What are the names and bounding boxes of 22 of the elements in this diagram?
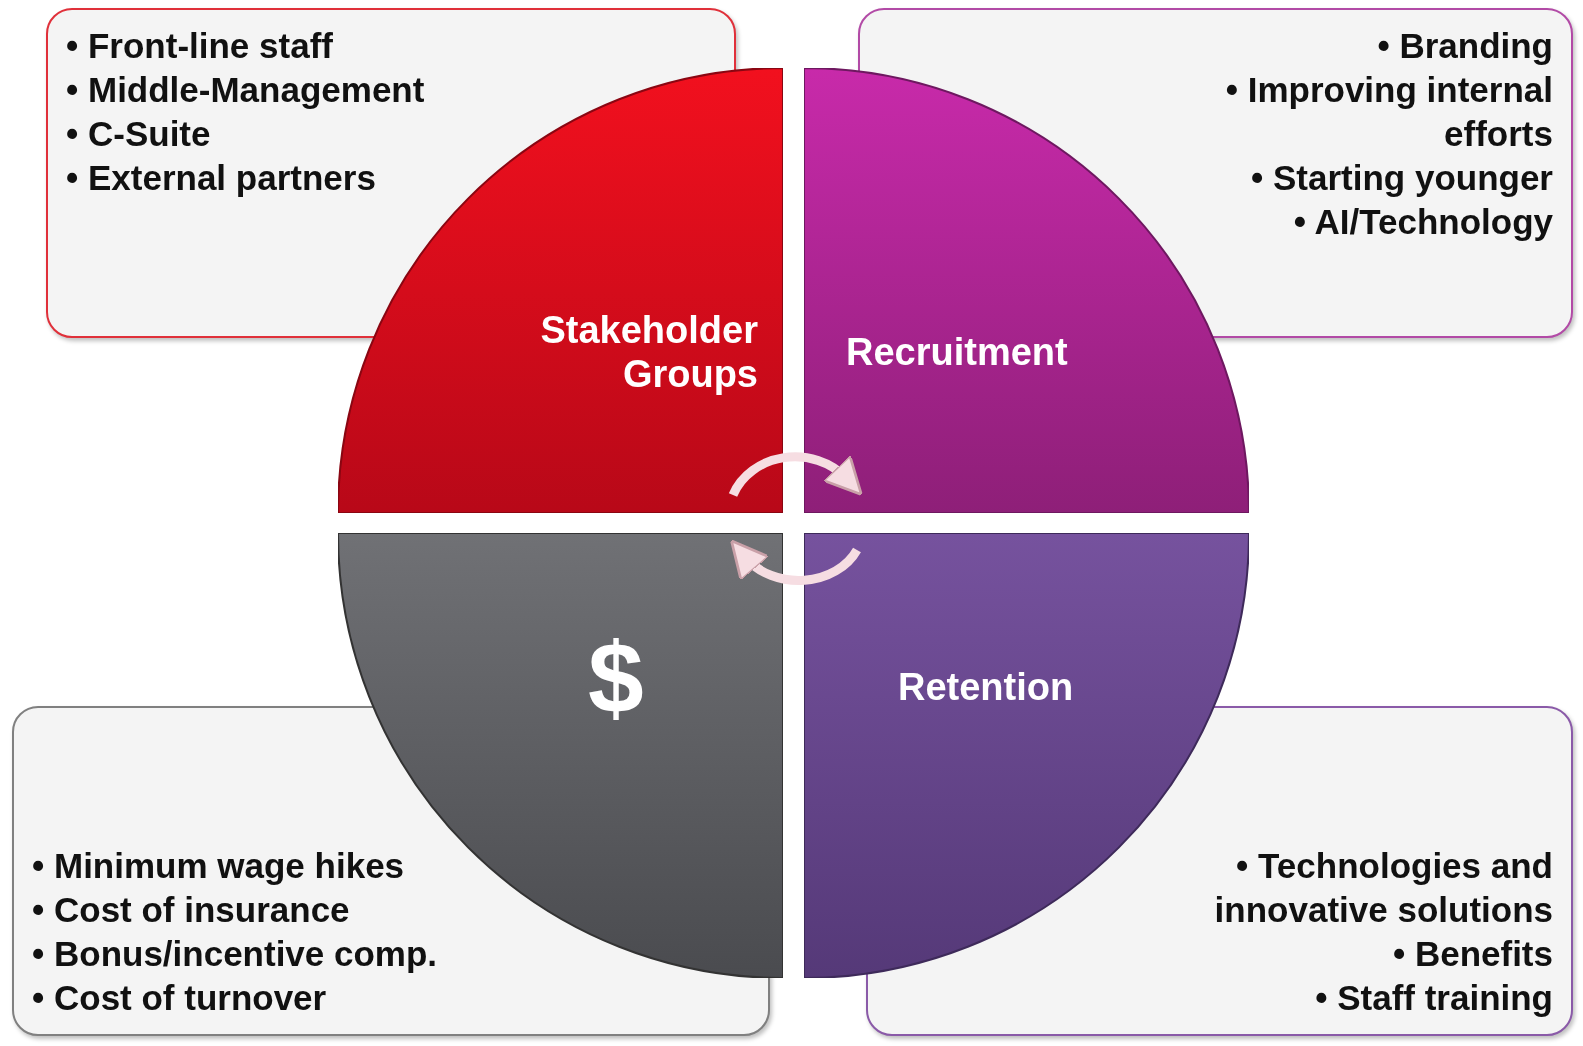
quadrant-label: Recruitment: [846, 330, 1068, 374]
list-item: • Cost of turnover: [32, 977, 327, 1019]
quadrant-label: Stakeholder Groups: [539, 308, 758, 396]
list-item: • External partners: [66, 157, 376, 199]
list-item: • Staff training: [1315, 977, 1553, 1019]
list-item: • Benefits: [1392, 933, 1553, 975]
list-item: • Technologies and innovative solutions: [1213, 845, 1553, 931]
list-item: • Minimum wage hikes: [32, 845, 405, 887]
list-item: • Middle-Management: [66, 69, 425, 111]
list-item: • Improving internal efforts: [1224, 69, 1553, 155]
list-item: • Starting younger: [1251, 157, 1553, 199]
list-item: • AI/Technology: [1293, 201, 1553, 243]
list-item: • Cost of insurance: [32, 889, 350, 931]
list-item: • Bonus/incentive comp.: [32, 933, 438, 975]
curved-arrow: [728, 452, 864, 497]
quadrant-label: $: [588, 621, 644, 736]
quadrant-label: Retention: [898, 665, 1074, 709]
list-item: • Branding: [1377, 25, 1553, 67]
list-item: • C-Suite: [66, 113, 211, 155]
curved-arrow: [729, 540, 861, 585]
list-item: • Front-line staff: [66, 25, 333, 67]
quadrant-segment: [804, 68, 1249, 513]
